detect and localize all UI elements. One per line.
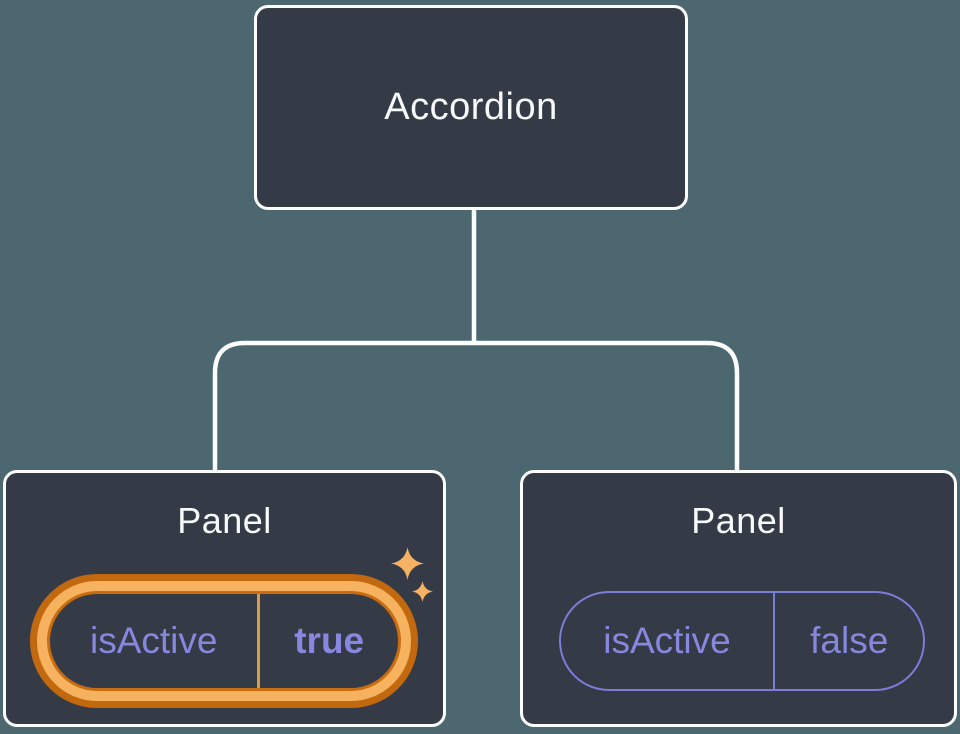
component-label-panel-right: Panel xyxy=(691,500,786,541)
component-label-accordion: Accordion xyxy=(384,86,558,128)
component-node-accordion: Accordion xyxy=(254,5,688,210)
state-value-label: true xyxy=(294,620,365,661)
state-key-label: isActive xyxy=(89,620,218,661)
component-node-panel-left: Panel isActive true xyxy=(3,470,446,727)
component-node-panel-right: Panel isActive false xyxy=(520,470,957,727)
state-pill-active: isActive true xyxy=(47,591,401,691)
state-pill-inactive: isActive false xyxy=(559,591,925,691)
sparkles-icon xyxy=(391,547,433,602)
component-label-panel-left: Panel xyxy=(177,500,272,541)
state-pill-divider xyxy=(257,594,261,688)
state-pill-divider xyxy=(772,593,776,689)
state-key-label: isActive xyxy=(603,620,731,661)
state-value-label: false xyxy=(810,620,889,661)
